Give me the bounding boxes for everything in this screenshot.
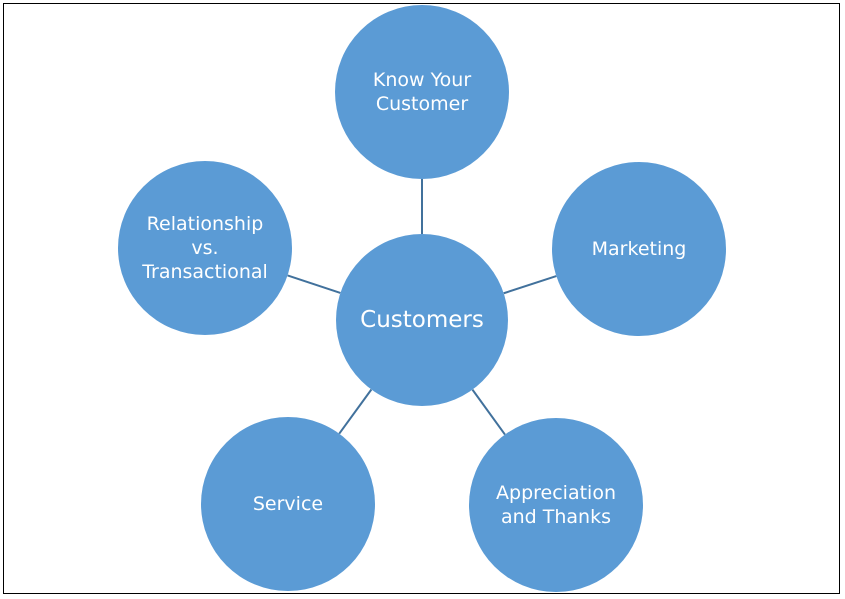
node-circle-relationship-vs-transactional <box>118 161 292 335</box>
center-node-customers: Customers <box>336 234 508 406</box>
node-service-label-line: Service <box>253 493 323 515</box>
node-marketing-label-line: Marketing <box>592 238 687 260</box>
connector-marketing <box>503 275 557 295</box>
node-appreciation-and-thanks-label-line: Appreciation <box>496 482 616 504</box>
node-relationship-vs-transactional-label-line: vs. <box>191 237 218 259</box>
node-circle-service <box>201 417 375 591</box>
center-node-circle <box>336 234 508 406</box>
node-relationship-vs-transactional-label-line: Relationship <box>147 213 264 235</box>
connector-relationship-vs-transactional <box>287 274 341 294</box>
connectors <box>287 179 557 436</box>
node-know-your-customer-label-line: Customer <box>376 93 468 115</box>
node-marketing: Marketing <box>552 162 726 336</box>
nodes: Customers Know YourCustomerMarketingAppre… <box>118 5 726 592</box>
node-circle-appreciation-and-thanks <box>469 418 643 592</box>
node-circle-marketing <box>552 162 726 336</box>
node-know-your-customer-label-line: Know Your <box>373 69 471 91</box>
node-service: Service <box>201 417 375 591</box>
node-circle-know-your-customer <box>335 5 509 179</box>
node-relationship-vs-transactional-label-line: Transactional <box>141 261 268 283</box>
center-node-label-line: Customers <box>360 307 484 333</box>
connector-appreciation-and-thanks <box>471 389 506 436</box>
node-appreciation-and-thanks-label-line: and Thanks <box>501 506 611 528</box>
connector-service <box>338 388 373 435</box>
